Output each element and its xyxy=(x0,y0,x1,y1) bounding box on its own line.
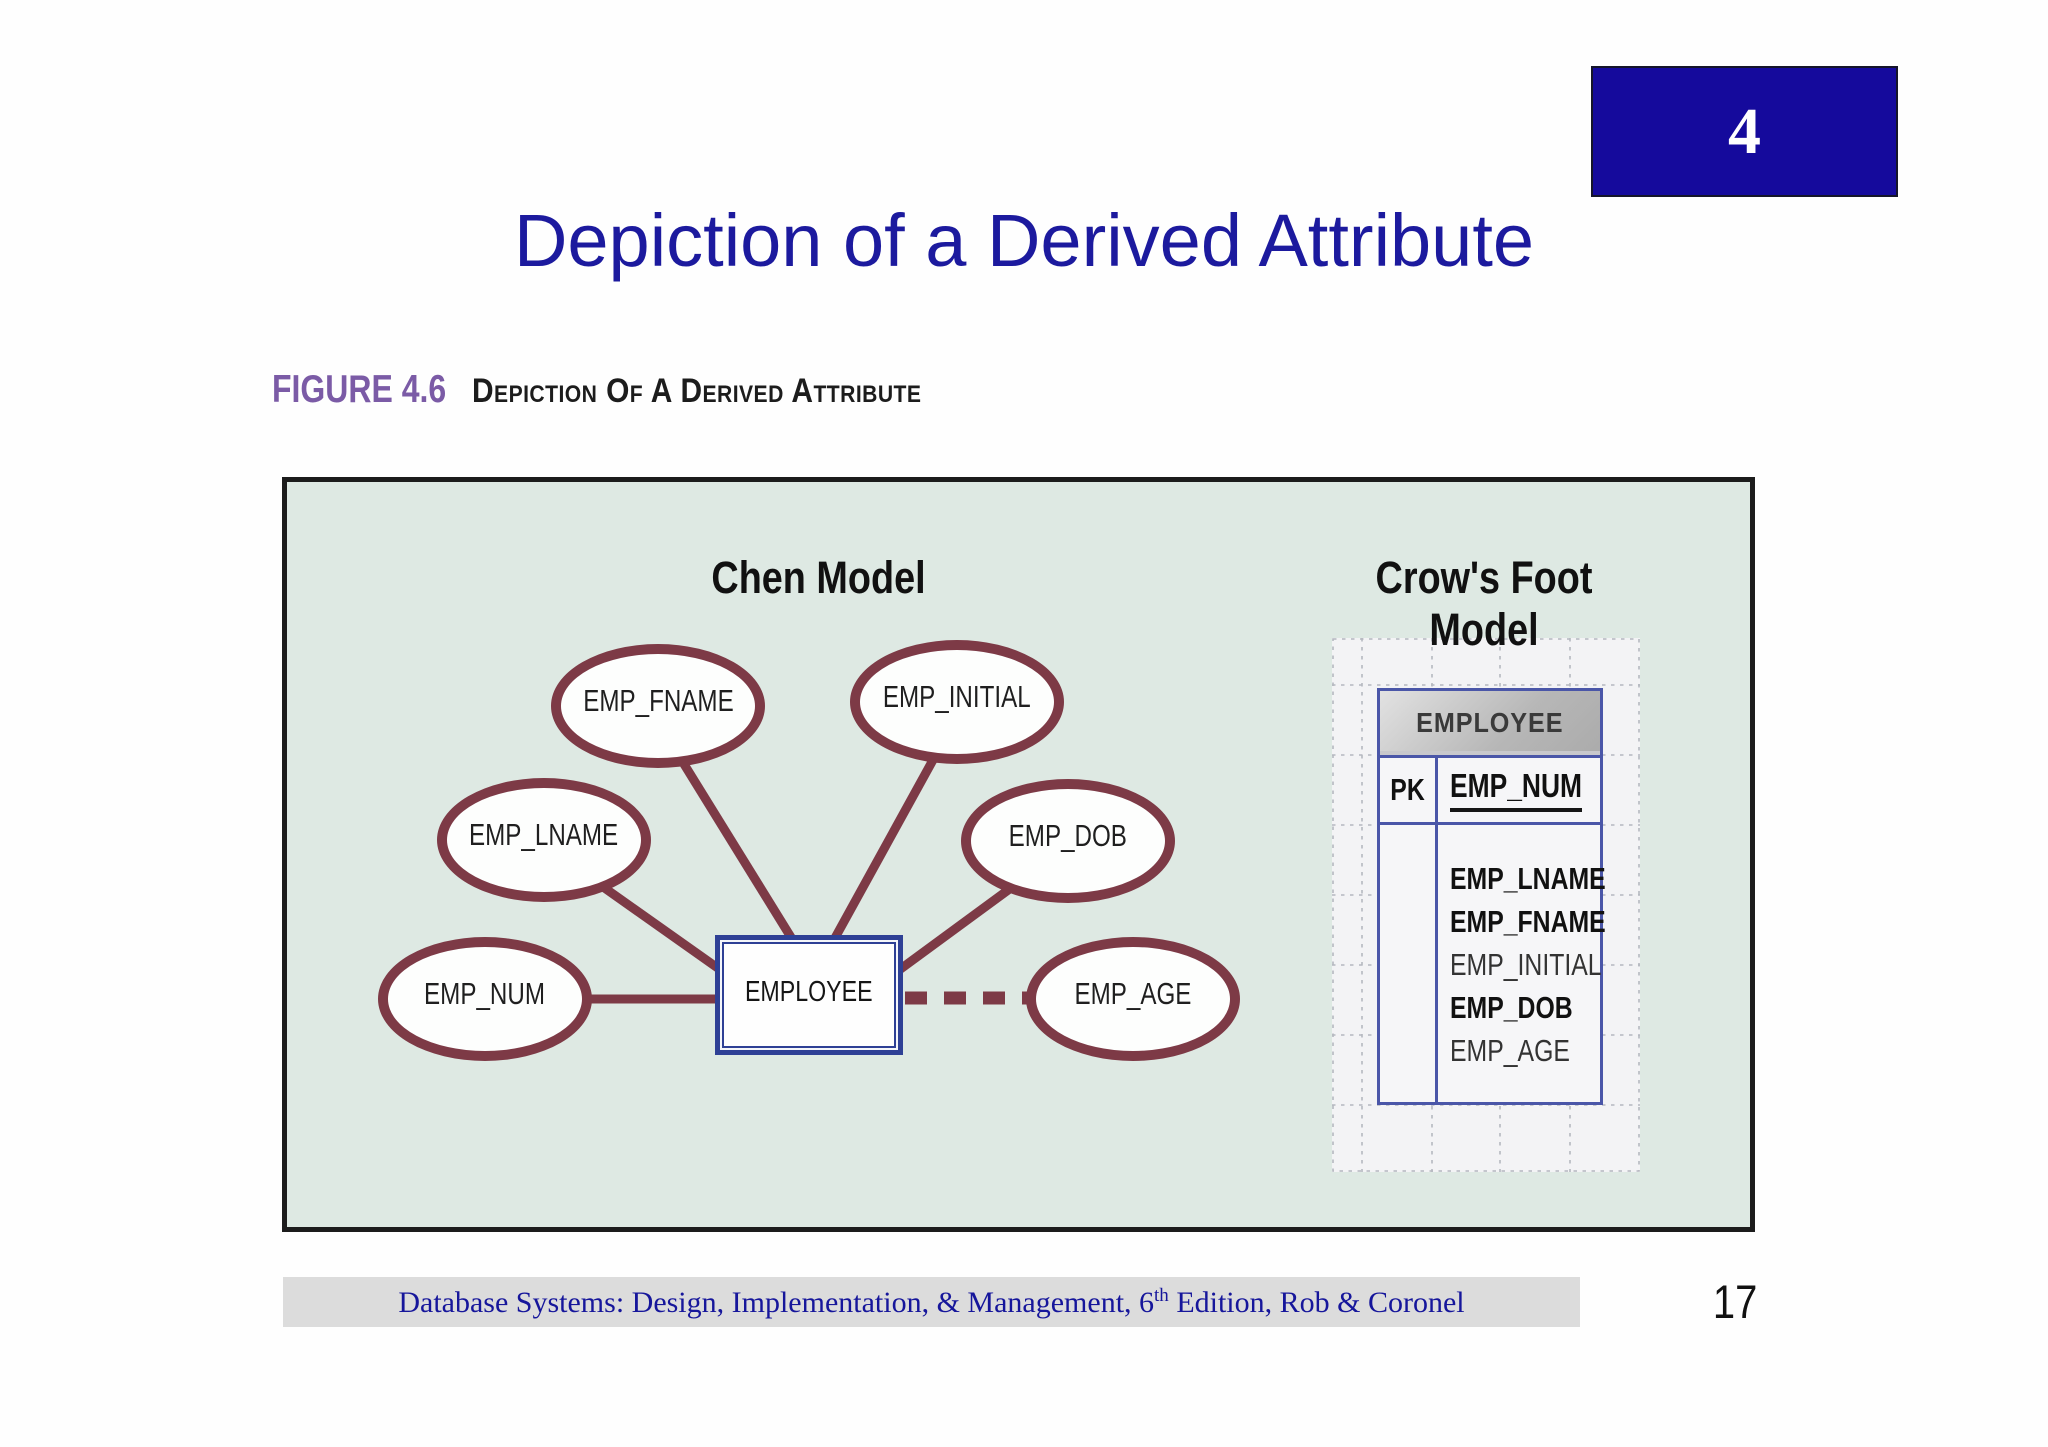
pk-label: PK xyxy=(1390,772,1425,807)
table-header-label: EMPLOYEE xyxy=(1416,707,1564,738)
table-body-field-list: EMP_LNAME EMP_FNAME EMP_INITIAL EMP_DOB … xyxy=(1438,825,1645,1102)
pk-field-label: EMP_NUM xyxy=(1450,768,1583,812)
attribute-label: EMP_AGE xyxy=(1074,976,1192,1012)
figure-caption: FIGURE 4.6 Depiction Of A Derived Attrib… xyxy=(272,368,983,412)
table-pk-row: PK EMP_NUM xyxy=(1380,758,1600,825)
attribute-ellipse-emp-lname: EMP_LNAME xyxy=(437,778,651,902)
crows-foot-table-employee: EMPLOYEE PK EMP_NUM EMP_LNAME EMP_FNAME … xyxy=(1377,688,1606,1105)
chapter-number-badge: 4 xyxy=(1591,66,1898,197)
crows-foot-model-heading-text: Crow's Foot Model xyxy=(1375,552,1593,655)
attribute-ellipse-emp-age-derived: EMP_AGE xyxy=(1026,937,1240,1061)
table-field: EMP_LNAME xyxy=(1450,861,1606,896)
table-field: EMP_AGE xyxy=(1450,1033,1570,1068)
entity-label: EMPLOYEE xyxy=(745,975,873,1008)
table-field: EMP_FNAME xyxy=(1450,904,1606,939)
attribute-label: EMP_NUM xyxy=(424,976,546,1012)
attribute-ellipse-emp-dob: EMP_DOB xyxy=(961,779,1175,903)
attribute-ellipse-emp-initial: EMP_INITIAL xyxy=(850,640,1064,764)
table-field: EMP_INITIAL xyxy=(1450,947,1602,982)
chapter-number: 4 xyxy=(1728,94,1761,168)
figure-caption-label: FIGURE 4.6 xyxy=(272,368,447,411)
footer-text: Database Systems: Design, Implementation… xyxy=(398,1285,1464,1320)
attribute-label: EMP_LNAME xyxy=(469,817,619,853)
attribute-label: EMP_FNAME xyxy=(582,683,734,719)
figure-panel: Chen Model Crow's Foot Model EMP_FNAME E… xyxy=(282,477,1755,1232)
table-field: EMP_DOB xyxy=(1450,990,1573,1025)
pk-field-cell: EMP_NUM xyxy=(1438,758,1615,822)
entity-box-employee: EMPLOYEE xyxy=(715,935,903,1055)
table-header-row: EMPLOYEE xyxy=(1380,691,1600,758)
footer-text-tail: Edition, Rob & Coronel xyxy=(1168,1285,1465,1319)
chen-model-heading-text: Chen Model xyxy=(710,552,926,603)
table-body-left-column xyxy=(1380,825,1438,1102)
footer-text-main: Database Systems: Design, Implementation… xyxy=(398,1285,1155,1319)
attribute-ellipse-emp-num: EMP_NUM xyxy=(378,937,592,1061)
figure-caption-title: Depiction Of A Derived Attribute xyxy=(472,372,922,410)
chen-model-heading: Chen Model xyxy=(668,552,968,604)
attribute-label: EMP_DOB xyxy=(1008,818,1128,854)
slide-title: Depiction of a Derived Attribute xyxy=(513,199,1535,282)
crows-foot-model-heading: Crow's Foot Model xyxy=(1309,552,1659,656)
table-body: EMP_LNAME EMP_FNAME EMP_INITIAL EMP_DOB … xyxy=(1380,825,1606,1102)
footer-citation-bar: Database Systems: Design, Implementation… xyxy=(283,1277,1580,1327)
attribute-ellipse-emp-fname: EMP_FNAME xyxy=(551,644,765,768)
attribute-label: EMP_INITIAL xyxy=(883,679,1031,715)
pk-cell: PK xyxy=(1380,758,1438,822)
page-number: 17 xyxy=(1712,1275,1758,1328)
footer-superscript: th xyxy=(1154,1284,1169,1306)
